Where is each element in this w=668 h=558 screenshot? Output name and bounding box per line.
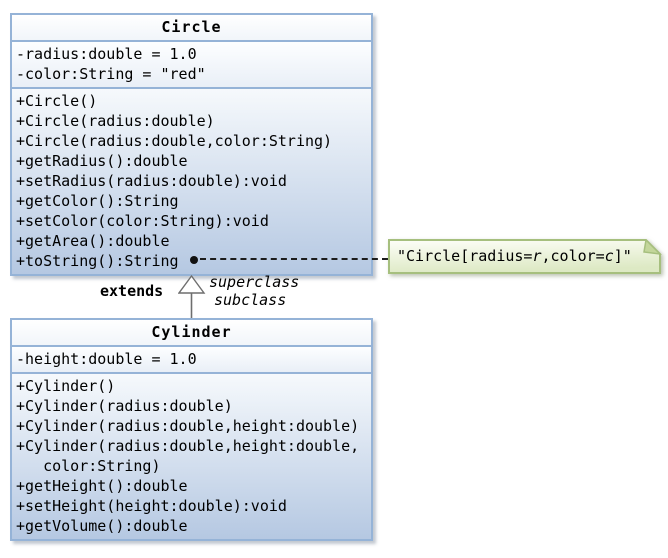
method-line: +getArea():double [16,232,170,250]
methods-compartment-cylinder: +Cylinder() +Cylinder(radius:double) +Cyli… [12,372,371,539]
method-line: color:String) [16,457,161,475]
subclass-label: subclass [214,291,287,309]
class-box-cylinder: Cylinder -height:double = 1.0 +Cylinder(… [10,318,373,541]
method-line: +setRadius(radius:double):void [16,172,287,190]
field-line: -color:String = "red" [16,65,206,83]
note-var-c: c [604,247,614,265]
method-line: +Circle(radius:double,color:String) [16,132,333,150]
method-line: +Cylinder(radius:double,height:double) [16,417,360,435]
method-line: +Circle() [16,92,98,110]
method-line: +getColor():String [16,192,179,210]
method-line: +setColor(color:String):void [16,212,269,230]
methods-compartment-circle: +Circle() +Circle(radius:double) +Circle(r… [12,87,371,274]
fields-compartment-cylinder: -height:double = 1.0 [12,345,371,372]
note-text-part: ,color= [541,247,605,265]
method-line: +getRadius():double [16,152,188,170]
note-callout-shape [388,239,662,274]
method-line: +Cylinder() [16,377,116,395]
note-text: "Circle[radius=r,color=c]" [397,247,632,265]
field-line: -height:double = 1.0 [16,350,197,368]
superclass-label: superclass [209,273,300,291]
method-line: +toString():String [16,252,179,270]
method-line: +getHeight():double [16,477,188,495]
class-title-cylinder: Cylinder [12,320,371,345]
method-line: +setHeight(height:double):void [16,497,287,515]
method-line: +Circle(radius:double) [16,112,215,130]
method-line: +getVolume():double [16,517,188,535]
note-text-part: "Circle[radius= [397,247,533,265]
method-line: +Cylinder(radius:double,height:double, [16,437,360,455]
dashed-connector-line [200,258,388,260]
method-line: +Cylinder(radius:double) [16,397,233,415]
fields-compartment-circle: -radius:double = 1.0 -color:String = "red… [12,40,371,87]
connector-bullet-icon [190,256,198,264]
extends-label: extends [100,282,164,300]
class-title-circle: Circle [12,15,371,40]
generalization-arrow-icon [178,274,206,320]
field-line: -radius:double = 1.0 [16,45,197,63]
note-var-r: r [532,247,542,265]
note-text-part: ]" [613,247,632,265]
class-box-circle: Circle -radius:double = 1.0 -color:String… [10,13,373,276]
